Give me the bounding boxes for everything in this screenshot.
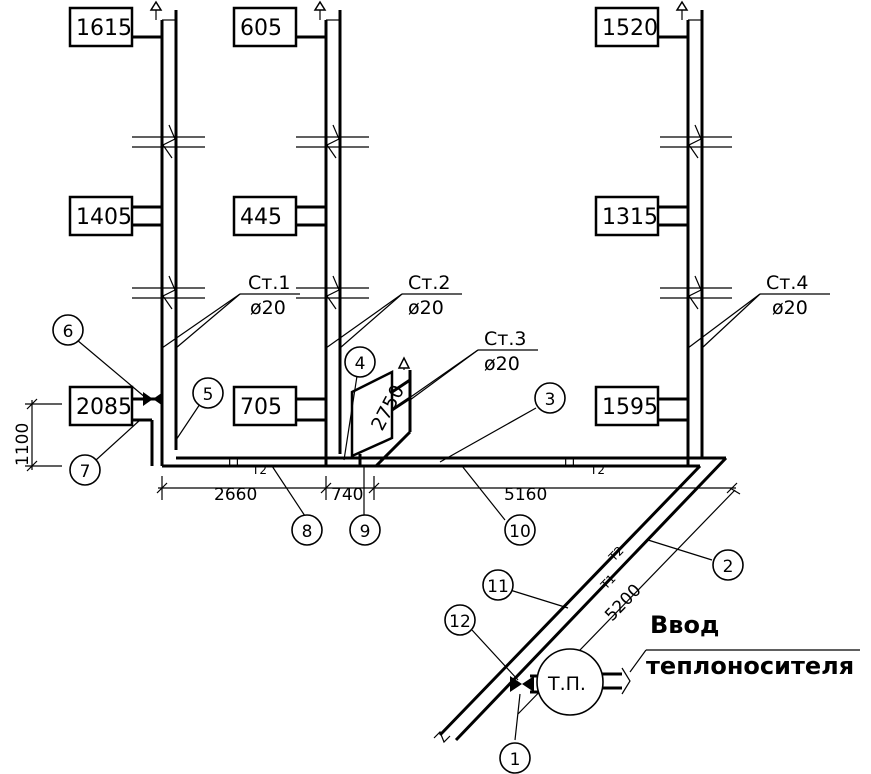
- pipe-tag: T2: [589, 463, 605, 477]
- radiator-value: 1520: [602, 16, 658, 41]
- radiator-value: 605: [240, 16, 282, 41]
- riser-name: Ст.4: [766, 272, 808, 294]
- svg-text:8: 8: [302, 522, 313, 542]
- svg-text:6: 6: [63, 322, 74, 342]
- radiator-box: 1615: [68, 6, 134, 48]
- callout-7: 7: [69, 454, 101, 486]
- svg-text:2: 2: [723, 557, 734, 577]
- callout-leaders: [76, 339, 713, 741]
- pipe-tag: T2: [251, 463, 267, 477]
- riser-label: Ст.4 ø20: [687, 272, 830, 349]
- riser-1: [128, 10, 205, 466]
- svg-text:3: 3: [545, 390, 556, 410]
- callout-10: 10: [504, 514, 536, 546]
- dimension-value: 1100: [13, 423, 33, 466]
- radiator-box: 445: [232, 195, 298, 237]
- air-vent-icon: [149, 0, 163, 20]
- dimension-value: 740: [331, 485, 363, 505]
- radiator-value: 2085: [76, 395, 132, 420]
- heat-point: Т.П.: [530, 648, 860, 716]
- inlet-label-line1: Ввод: [650, 611, 719, 639]
- riser-label: Ст.3 ø20: [391, 328, 538, 411]
- inlet-label-line2: теплоносителя: [646, 652, 854, 680]
- svg-text:1: 1: [510, 750, 521, 770]
- radiator-value: 1615: [76, 16, 132, 41]
- callout-5: 5: [192, 377, 224, 409]
- radiator-box: 705: [232, 385, 298, 427]
- riser-name: Ст.2: [408, 272, 450, 294]
- air-vent-icon: [675, 0, 689, 20]
- riser-diameter: ø20: [484, 353, 520, 375]
- pipe-tag: T1: [561, 455, 577, 469]
- riser-diameter: ø20: [408, 297, 444, 319]
- radiator-box: 1520: [594, 6, 660, 48]
- radiator-value: 1595: [602, 395, 658, 420]
- riser-name: Ст.3: [484, 328, 526, 350]
- callout-11: 11: [482, 569, 514, 601]
- svg-text:10: 10: [509, 522, 531, 542]
- callout-9: 9: [349, 514, 381, 546]
- radiator-value: 1405: [76, 205, 132, 230]
- svg-text:5: 5: [203, 385, 214, 405]
- callout-12: 12: [444, 604, 476, 636]
- radiator-box: 2085: [68, 385, 134, 427]
- radiator-box: 605: [232, 6, 298, 48]
- callout-1: 1: [499, 742, 531, 774]
- dimension-value: 2660: [214, 485, 257, 505]
- radiator-box: 1315: [594, 195, 660, 237]
- riser-2: [296, 10, 369, 466]
- riser-name: Ст.1: [248, 272, 290, 294]
- valve-icon: [143, 392, 163, 406]
- air-vent-icon: [397, 356, 411, 370]
- callout-2: 2: [712, 549, 744, 581]
- radiator-box: 1405: [68, 195, 134, 237]
- riser-4: [658, 10, 732, 466]
- callout-6: 6: [52, 314, 84, 346]
- dimension-value: 5160: [504, 485, 547, 505]
- callout-8: 8: [291, 514, 323, 546]
- svg-text:12: 12: [449, 612, 471, 632]
- air-vent-icon: [313, 0, 327, 20]
- svg-text:9: 9: [360, 522, 371, 542]
- valve-icon: [510, 676, 534, 692]
- riser-diameter: ø20: [250, 297, 286, 319]
- callout-4: 4: [344, 346, 376, 378]
- radiator-value: 705: [240, 395, 282, 420]
- pipe-tag: T1: [225, 455, 241, 469]
- dimension-line: 2660 740 5160: [156, 476, 738, 505]
- riser-label: Ст.2 ø20: [325, 272, 462, 349]
- heat-point-label: Т.П.: [547, 673, 586, 695]
- riser-label: Ст.1 ø20: [161, 272, 300, 349]
- riser-diameter: ø20: [772, 297, 808, 319]
- radiator-value: 445: [240, 205, 282, 230]
- radiator-value: 1315: [602, 205, 658, 230]
- radiator-box: 1595: [594, 385, 660, 427]
- svg-text:4: 4: [355, 354, 366, 374]
- main-pipes: [162, 456, 728, 744]
- riser-3: 2750: [350, 369, 412, 468]
- svg-text:7: 7: [80, 462, 91, 482]
- svg-text:11: 11: [487, 577, 509, 597]
- dimension-height: 1100: [13, 398, 62, 472]
- callout-3: 3: [534, 382, 566, 414]
